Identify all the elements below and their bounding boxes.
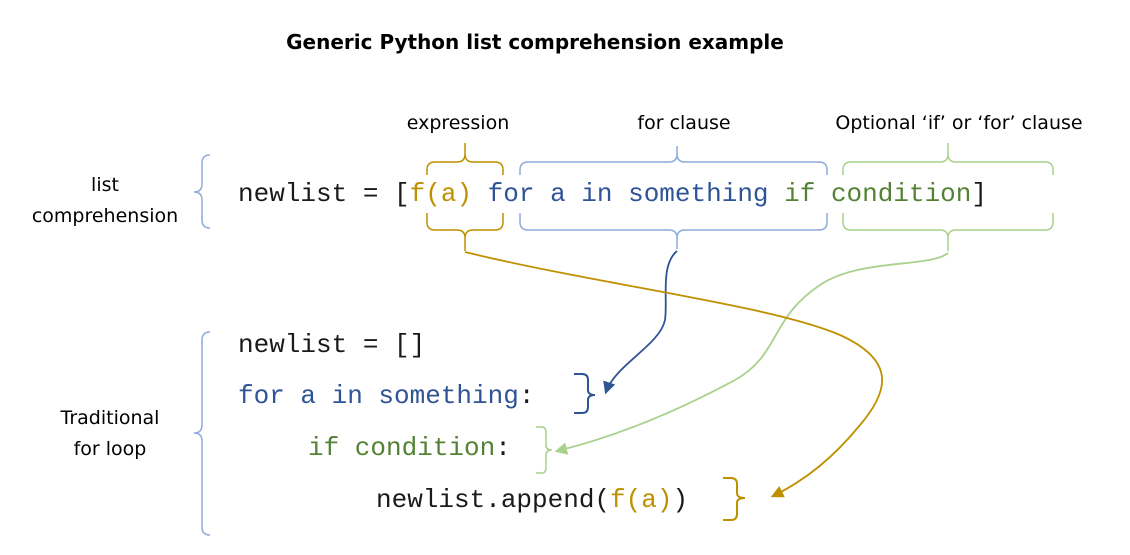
traditional-loop-label-line1: Traditional <box>60 407 160 429</box>
if-clause-bottom-brace <box>842 213 1054 251</box>
traditional-loop-label: Traditional for loop <box>40 403 180 465</box>
loop-for-statement: for a in something <box>238 381 519 411</box>
if-clause-arrow <box>554 252 949 455</box>
if-clause-top-brace <box>842 143 1054 175</box>
expression-label: expression <box>406 112 510 134</box>
traditional-loop-brace <box>193 331 211 536</box>
loop-line-append: newlist.append(f(a)) <box>376 485 688 515</box>
loop-if-statement: if condition <box>308 433 496 463</box>
for-line-brace <box>574 373 596 414</box>
list-comprehension-label-line1: list <box>91 174 119 196</box>
traditional-loop-label-line2: for loop <box>73 438 147 460</box>
loop-line-if: if condition: <box>308 433 511 463</box>
diagram-title: Generic Python list comprehension exampl… <box>286 30 784 54</box>
list-comprehension-brace <box>193 154 211 229</box>
expression-top-brace <box>426 143 504 175</box>
for-clause-label: for clause <box>637 112 731 134</box>
append-expression: f(a) <box>610 485 673 515</box>
expression-arrow <box>464 251 883 498</box>
for-clause-bottom-brace <box>519 213 828 249</box>
comprehension-for-clause: for a in something <box>487 179 769 209</box>
loop-for-colon: : <box>518 381 535 411</box>
if-line-brace <box>536 426 553 474</box>
for-clause-arrow <box>603 250 678 395</box>
loop-if-colon: : <box>495 433 511 463</box>
append-prefix: newlist.append( <box>376 485 611 515</box>
for-clause-top-brace <box>519 146 828 175</box>
comprehension-code-line: newlist = [f(a) for a in something if co… <box>238 179 987 209</box>
append-line-brace <box>723 477 746 521</box>
comprehension-expression: f(a) <box>409 179 473 209</box>
comprehension-if-clause: if condition <box>784 179 972 209</box>
list-comprehension-label: list comprehension <box>20 170 190 232</box>
loop-line-init: newlist = [] <box>238 330 426 360</box>
optional-clause-label: Optional ‘if’ or ‘for’ clause <box>835 112 1083 134</box>
list-comprehension-label-line2: comprehension <box>31 205 179 227</box>
comprehension-suffix: ] <box>971 179 987 209</box>
append-suffix: ) <box>672 485 689 515</box>
loop-line-for: for a in something: <box>238 381 534 411</box>
expression-bottom-brace <box>426 213 504 251</box>
comprehension-prefix: newlist = [ <box>238 179 410 209</box>
